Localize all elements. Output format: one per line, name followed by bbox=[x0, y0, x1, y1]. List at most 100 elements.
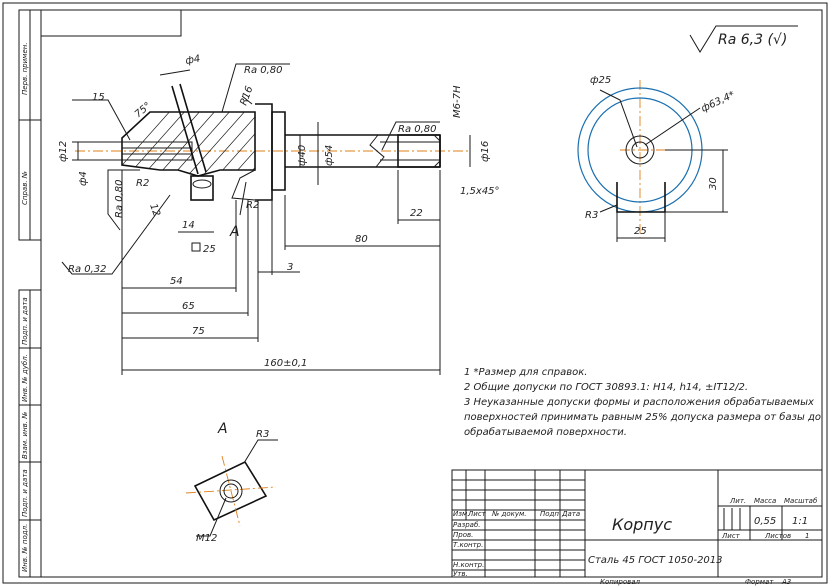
inner-bore-circle bbox=[631, 141, 649, 159]
phi16-label: ф16 bbox=[480, 141, 491, 162]
side-stamp-upper: Перв. примен. Справ. № bbox=[18, 9, 42, 241]
dim-phi12: ф12 bbox=[58, 141, 122, 162]
chamfer-15: 15 bbox=[72, 92, 131, 141]
view-a: A R3 M12 bbox=[185, 421, 278, 544]
roughness-032-label: Ra 0,32 bbox=[68, 264, 107, 275]
view-a-arrow-label: A bbox=[229, 224, 240, 240]
general-roughness-label: Ra 6,3 (√) bbox=[718, 32, 787, 48]
note-2: 2 Общие допуски по ГОСТ 30893.1: H14, h1… bbox=[464, 381, 748, 393]
dim-3: 3 bbox=[258, 262, 300, 273]
phi54-label: ф54 bbox=[324, 145, 335, 166]
scale-header: Масштаб bbox=[784, 497, 818, 505]
dim-75-label: 75 bbox=[192, 326, 205, 337]
side-phi25-label: ф25 bbox=[590, 75, 611, 86]
note-3: 3 Неуказанные допуски формы и расположен… bbox=[464, 396, 814, 408]
dim-12-label: 12 bbox=[147, 202, 162, 218]
side-phi634-label: ф63,4* bbox=[700, 90, 737, 115]
code-box bbox=[40, 9, 182, 37]
roughness-top: Ra 0,80 bbox=[221, 63, 290, 113]
stamp-inv-podl: Инв. № подл. bbox=[21, 524, 29, 572]
kopiroval: Копировал bbox=[600, 578, 641, 586]
mass-value: 0,55 bbox=[754, 516, 776, 527]
angle-15-label: 15 bbox=[92, 92, 105, 103]
col-list: Лист bbox=[467, 510, 487, 518]
dim-25-box: 25 bbox=[191, 242, 216, 255]
sheets-label: Листов bbox=[764, 532, 791, 540]
dim-65-label: 65 bbox=[182, 301, 195, 312]
dim-54-label: 54 bbox=[170, 276, 183, 287]
lit-header: Лит. bbox=[729, 497, 746, 505]
dim-65: 65 bbox=[122, 301, 248, 314]
view-a-m12-label: M12 bbox=[196, 533, 217, 544]
dim-22-label: 22 bbox=[410, 208, 423, 219]
dim-phi16: ф16 bbox=[469, 135, 491, 167]
section-body bbox=[121, 83, 273, 201]
roughness-left-label: Ra 0,80 bbox=[114, 179, 125, 218]
part-name: Корпус bbox=[612, 515, 672, 534]
r2-left-label: R2 bbox=[136, 178, 149, 189]
side-30-label: 30 bbox=[708, 177, 719, 190]
roughness-right: Ra 0,80 bbox=[381, 121, 440, 151]
dim-160-label: 160±0,1 bbox=[264, 358, 307, 369]
m6-label: M6-7H bbox=[452, 85, 463, 118]
stamp-vzam-inv: Взам. инв. № bbox=[21, 411, 29, 459]
note-3-cont-2: обрабатываемой поверхности. bbox=[464, 426, 627, 438]
shaft bbox=[271, 111, 441, 191]
dim-phi40: ф40 bbox=[297, 135, 308, 167]
phi40-label: ф40 bbox=[297, 145, 308, 166]
phi12-label: ф12 bbox=[58, 141, 69, 162]
sheet-label: Лист bbox=[721, 532, 741, 540]
stamp-inv-dubl: Инв. № дубл. bbox=[21, 354, 29, 402]
dim-25-label: 25 bbox=[203, 244, 216, 255]
dim-75: 75 bbox=[122, 326, 258, 339]
r2-mid-label: R2 bbox=[246, 200, 259, 211]
phi4-top-label: ф4 bbox=[185, 54, 202, 67]
sheets-value: 1 bbox=[805, 532, 809, 540]
scale-value: 1:1 bbox=[792, 516, 808, 527]
extension-lines bbox=[121, 170, 441, 375]
roughness-left: Ra 0,80 bbox=[107, 169, 140, 231]
material: Сталь 45 ГОСТ 1050-2013 bbox=[588, 555, 723, 566]
bore-circle bbox=[625, 135, 655, 165]
dim-14: 14 bbox=[178, 220, 214, 233]
dim-3-label: 3 bbox=[287, 262, 293, 273]
col-podp: Подп. bbox=[540, 510, 561, 518]
r16-label: R16 bbox=[238, 85, 255, 107]
phi4-left-label: ф4 bbox=[78, 171, 89, 186]
side-stamp-lower: Подп. и дата Инв. № дубл. Взам. инв. № П… bbox=[18, 289, 42, 578]
stamp-sprav: Справ. № bbox=[21, 171, 29, 205]
stamp-perv-primen: Перв. примен. bbox=[21, 42, 29, 95]
row-nkontr: Н.контр. bbox=[453, 561, 484, 569]
note-1: 1 *Размер для справок. bbox=[464, 367, 587, 378]
chamfer-label: 1,5x45° bbox=[460, 186, 500, 197]
format-label: Формат bbox=[745, 578, 774, 586]
general-roughness: Ra 6,3 (√) bbox=[689, 25, 798, 53]
side-r3-label: R3 bbox=[585, 210, 598, 221]
technical-notes: 1 *Размер для справок. 2 Общие допуски п… bbox=[464, 367, 821, 438]
col-izm: Изм. bbox=[453, 510, 469, 518]
row-prov: Пров. bbox=[453, 531, 473, 539]
roughness-top-label: Ra 0,80 bbox=[244, 65, 283, 76]
roughness-right-label: Ra 0,80 bbox=[398, 124, 437, 135]
dim-phi54: ф54 bbox=[317, 122, 335, 185]
dim-14-label: 14 bbox=[182, 220, 195, 231]
boss bbox=[616, 182, 666, 213]
note-3-cont-1: поверхностей принимать равным 25% допуск… bbox=[464, 411, 821, 423]
title-block: Изм. Лист № докум. Подп. Дата Разраб. Пр… bbox=[451, 469, 823, 586]
r16: R16 bbox=[238, 85, 255, 107]
view-a-title: A bbox=[217, 421, 228, 437]
col-date: Дата bbox=[561, 510, 580, 518]
dim-80: 80 bbox=[284, 170, 441, 250]
view-a-arrow bbox=[239, 181, 247, 216]
angle-75-label: 75° bbox=[133, 100, 154, 120]
dim-54: 54 bbox=[122, 276, 236, 289]
dim-22: 22 bbox=[397, 170, 440, 224]
col-doc: № докум. bbox=[491, 510, 527, 518]
side-25-label: 25 bbox=[634, 226, 647, 237]
row-razrab: Разраб. bbox=[453, 521, 481, 529]
main-view: ф4 Ra 0,80 15 75° R16 M6-7H Ra 0,80 ф12 … bbox=[58, 54, 500, 375]
stamp-podp-data-1: Подп. и дата bbox=[21, 297, 29, 345]
inner-frame bbox=[40, 9, 823, 578]
view-a-r3-label: R3 bbox=[256, 429, 269, 440]
